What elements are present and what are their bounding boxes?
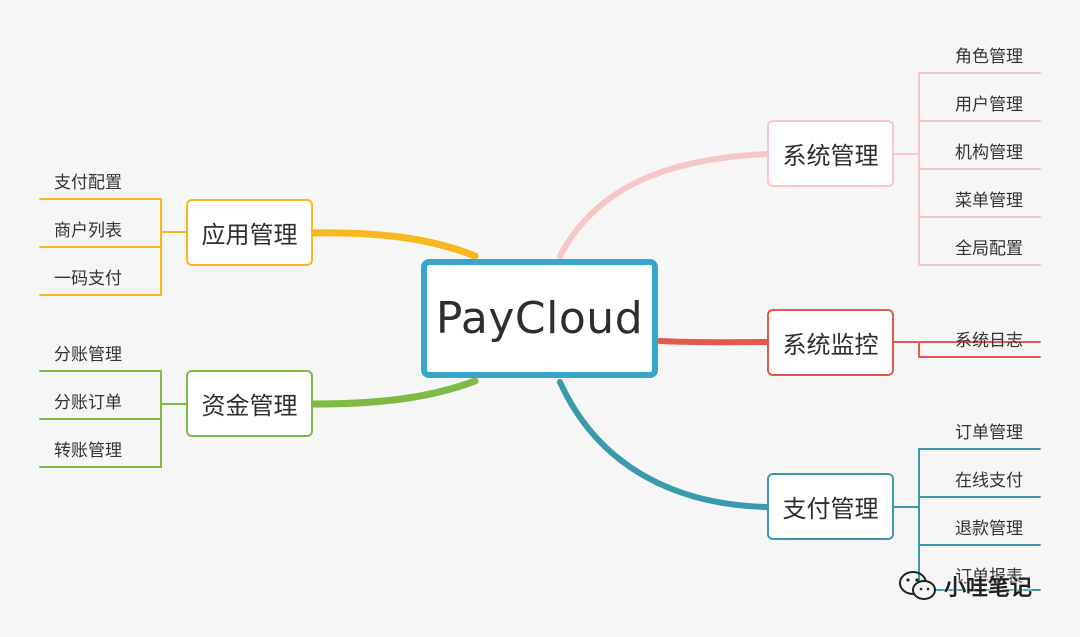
leaf-merchant-list[interactable]: 商户列表 (54, 221, 122, 241)
connector-monitor (657, 338, 770, 346)
leaf-system-log[interactable]: 系统日志 (955, 331, 1023, 351)
leaf-split-orders[interactable]: 分账订单 (54, 393, 122, 413)
leaf-order-report[interactable]: 订单报表 (955, 567, 1023, 587)
leaf-payment-config[interactable]: 支付配置 (54, 173, 122, 193)
branch-app-management[interactable]: 应用管理 (186, 199, 313, 266)
connector-funds (309, 377, 479, 408)
watermark-text: 小哇笔记 (944, 576, 1033, 601)
leaf-user-management[interactable]: 用户管理 (955, 95, 1023, 115)
leaf-one-code-pay[interactable]: 一码支付 (54, 269, 122, 289)
leaf-org-management[interactable]: 机构管理 (955, 143, 1023, 163)
watermark: 小哇笔记 (898, 566, 1032, 606)
leaf-menu-management[interactable]: 菜单管理 (955, 191, 1023, 211)
connector-system (557, 151, 770, 259)
branch-system-monitor[interactable]: 系统监控 (767, 309, 894, 376)
leaf-role-management[interactable]: 角色管理 (955, 47, 1023, 67)
leaf-global-config[interactable]: 全局配置 (955, 239, 1023, 259)
branch-label: 应用管理 (201, 221, 298, 249)
branch-funds-management[interactable]: 资金管理 (186, 370, 313, 437)
branch-label: 资金管理 (201, 392, 298, 420)
branch-label: 系统管理 (782, 142, 879, 170)
branch-system-management[interactable]: 系统管理 (767, 120, 894, 187)
central-label: PayCloud (435, 293, 644, 344)
leaf-refund-management[interactable]: 退款管理 (955, 519, 1023, 539)
branch-label: 系统监控 (782, 331, 879, 359)
connector-payment (557, 379, 770, 510)
leaf-online-payment[interactable]: 在线支付 (955, 471, 1023, 491)
branch-payment-management[interactable]: 支付管理 (767, 473, 894, 540)
branch-label: 支付管理 (782, 495, 879, 523)
leaf-transfer-management[interactable]: 转账管理 (54, 441, 122, 461)
leaf-order-management[interactable]: 订单管理 (955, 423, 1023, 443)
wechat-icon (899, 571, 936, 600)
central-node[interactable]: PayCloud (421, 259, 658, 378)
leaf-split-management[interactable]: 分账管理 (54, 345, 122, 365)
connector-app (309, 229, 479, 260)
